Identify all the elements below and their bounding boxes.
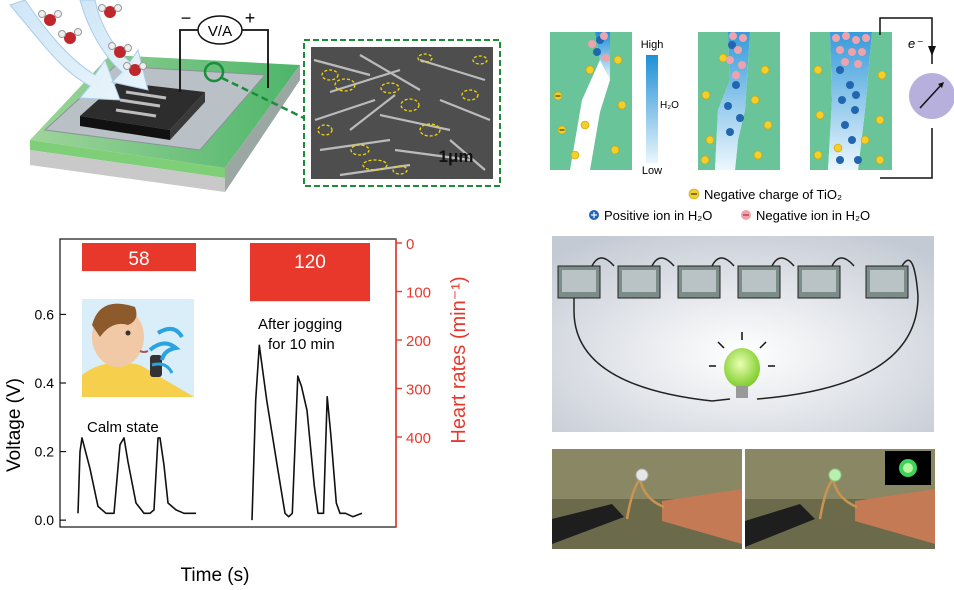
legend-positive-ion: Positive ion in H₂O [604,208,712,223]
negative-charge-icons [553,53,887,165]
gradient-mid-label: H₂O [660,100,679,111]
heart-rate-badge-label: 120 [294,252,326,273]
x-axis-title: Time (s) [181,565,250,586]
device-chip-icons [557,265,909,299]
legend-tio2: Negative charge of TiO₂ [704,187,842,202]
annotation-calm: Calm state [87,419,159,436]
sem-image: 1μm [311,47,493,179]
right-tick-label: 200 [406,333,431,350]
heart-rate-badge [250,243,370,302]
y-tick-label: 0.4 [35,375,55,391]
water-molecule-icon [38,4,147,76]
minus-sign: − [181,8,192,28]
right-tick-label: 300 [406,382,431,399]
series-circuit-diagram [552,236,934,432]
annotation-jogging-2: for 10 min [268,336,335,353]
y-axis-title: Voltage (V) [4,378,25,472]
meter-label: V/A [208,23,232,40]
gradient-low-label: Low [642,165,662,177]
light-bulb-icon [709,332,775,398]
led-photo-on [745,449,935,549]
plus-sign: + [245,8,256,28]
heart-rate-badge-label: 58 [128,249,149,270]
breathing-person-illustration [82,299,194,397]
right-tick-label: 400 [406,430,431,447]
negative-ion-icons [588,32,870,79]
meter-icon [197,15,243,45]
breath-arrow-icon [9,0,121,101]
voltage-trace-calm [77,437,196,515]
heart-rate-badge [82,243,196,272]
electron-label: e⁻ [908,36,923,51]
device-schematic: V/A − + 1μm [9,0,501,192]
y-tick-label: 0.6 [35,306,55,322]
legend-negative-ion: Negative ion in H₂O [756,208,870,223]
voltage-trace-jogging [251,344,363,521]
water-gradient-bar [646,55,658,163]
positive-ion-icons [593,36,862,164]
gradient-high-label: High [641,39,664,51]
voltage-heart-rate-chart: 58 120 0.0 0.2 0.4 0.6 0 100 200 300 400 Calm sta… [4,236,470,586]
y-axis-right-title: Heart rates (min⁻¹) [448,276,470,443]
right-tick-label: 100 [406,285,431,302]
led-photo-off [552,449,742,549]
device-chain [573,257,919,402]
y-tick-label: 0.0 [35,512,55,528]
right-tick-label: 0 [406,236,414,253]
sem-scale-label: 1μm [439,147,474,166]
y-tick-label: 0.2 [35,444,55,460]
nanochannel-diagram: High H₂O Low e⁻ Nega [550,17,954,223]
channel-state-1 [550,32,632,170]
annotation-jogging-1: After jogging [258,316,342,333]
